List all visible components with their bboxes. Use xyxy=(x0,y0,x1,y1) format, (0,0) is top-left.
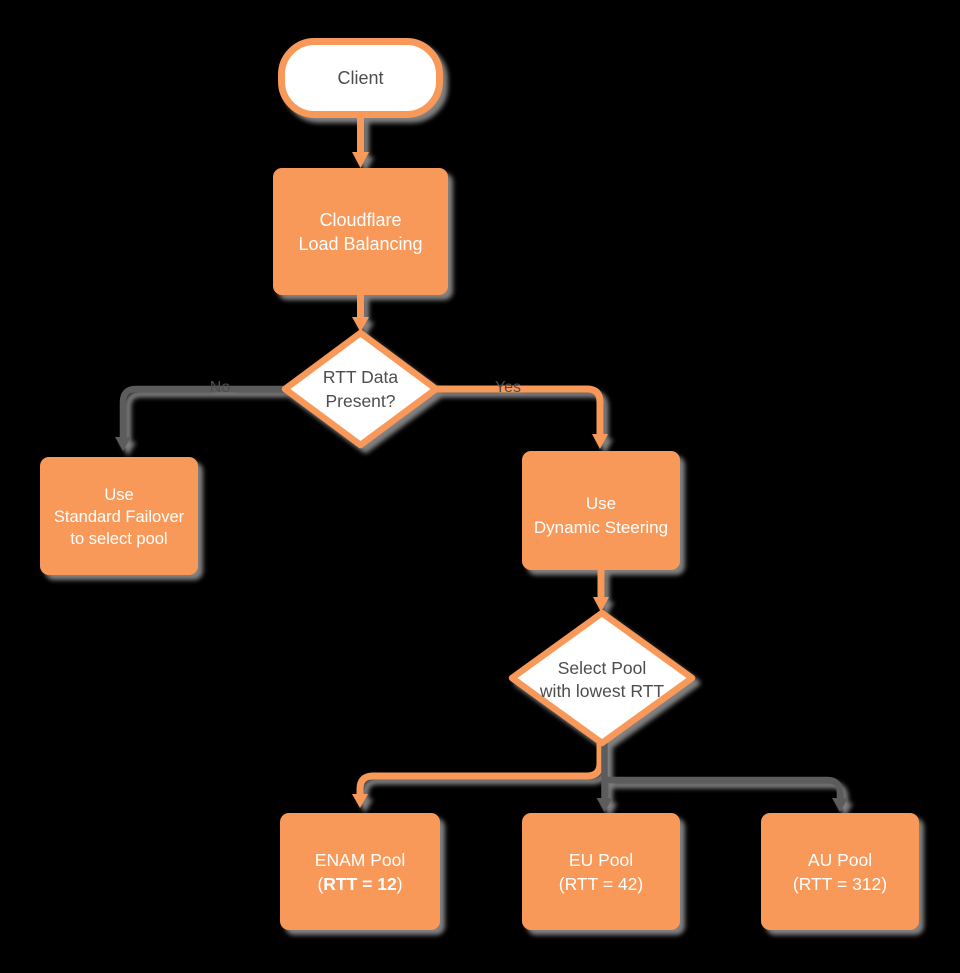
node-au-pool: AU Pool (RTT = 312) xyxy=(761,813,919,930)
node-dynamic-steering: Use Dynamic Steering xyxy=(522,451,680,570)
standard-failover-label-line1: Use xyxy=(104,486,133,504)
standard-failover-label-line2: Standard Failover xyxy=(54,508,185,526)
load-balancing-shape xyxy=(273,168,448,295)
node-eu-pool: EU Pool (RTT = 42) xyxy=(522,813,680,930)
node-select-pool: Select Pool with lowest RTT xyxy=(508,609,696,747)
enam-pool-label-line2: (RTT = 12) xyxy=(317,874,402,894)
node-load-balancing: Cloudflare Load Balancing xyxy=(273,168,448,295)
node-rtt-decision: RTT Data Present? xyxy=(281,329,440,449)
edges xyxy=(119,112,844,798)
arrowhead-into-loadbalancer-icon xyxy=(352,152,369,168)
arrowheads xyxy=(115,152,848,812)
select-pool-label-line2: with lowest RTT xyxy=(539,681,664,701)
edge-select-to-enam xyxy=(356,720,604,794)
edge-no-branch xyxy=(119,385,310,437)
eu-pool-shape xyxy=(522,813,680,930)
client-shape xyxy=(278,38,443,118)
arrowhead-into-dynamic-steering-icon xyxy=(592,434,608,449)
dynamic-steering-shape xyxy=(522,451,680,570)
select-pool-shape xyxy=(508,609,696,747)
load-balancing-label-line2: Load Balancing xyxy=(298,234,422,254)
arrowhead-into-rtt-decision-icon xyxy=(352,317,369,332)
enam-pool-shape xyxy=(280,813,440,930)
enam-rtt-close: ) xyxy=(397,874,403,894)
rtt-decision-shape xyxy=(281,329,440,449)
eu-pool-label-line2: (RTT = 42) xyxy=(559,874,643,894)
au-pool-shape xyxy=(761,813,919,930)
arrowhead-into-standard-failover-icon xyxy=(115,437,131,451)
node-client: Client xyxy=(278,38,443,118)
standard-failover-shape xyxy=(40,457,198,575)
au-pool-label-line1: AU Pool xyxy=(808,850,872,870)
load-balancing-label-line1: Cloudflare xyxy=(319,210,401,230)
enam-rtt-value: RTT = 12 xyxy=(323,874,397,894)
arrowhead-into-enam-pool-icon xyxy=(352,794,368,808)
rtt-decision-label-line2: Present? xyxy=(325,391,395,411)
arrowhead-into-eu-pool-icon xyxy=(596,798,613,812)
client-label: Client xyxy=(337,68,383,88)
eu-pool-label-line1: EU Pool xyxy=(569,850,633,870)
dynamic-steering-label-line2: Dynamic Steering xyxy=(534,518,668,537)
dynamic-steering-label-line1: Use xyxy=(586,494,616,513)
yes-branch-label: Yes xyxy=(495,379,521,396)
enam-rtt-open: ( xyxy=(317,874,323,894)
au-pool-label-line2: (RTT = 312) xyxy=(793,874,887,894)
standard-failover-label-line3: to select pool xyxy=(70,530,167,548)
enam-pool-label-line1: ENAM Pool xyxy=(315,850,405,870)
rtt-decision-label-line1: RTT Data xyxy=(323,367,398,387)
node-standard-failover: Use Standard Failover to select pool xyxy=(40,457,198,575)
select-pool-label-line1: Select Pool xyxy=(558,658,647,678)
arrowhead-into-select-pool-icon xyxy=(593,597,609,612)
edge-select-to-au xyxy=(604,776,844,798)
arrowhead-into-au-pool-icon xyxy=(832,798,848,812)
no-branch-label: No xyxy=(210,379,231,396)
edge-yes-branch xyxy=(415,385,604,434)
node-enam-pool: ENAM Pool (RTT = 12) xyxy=(280,813,440,930)
